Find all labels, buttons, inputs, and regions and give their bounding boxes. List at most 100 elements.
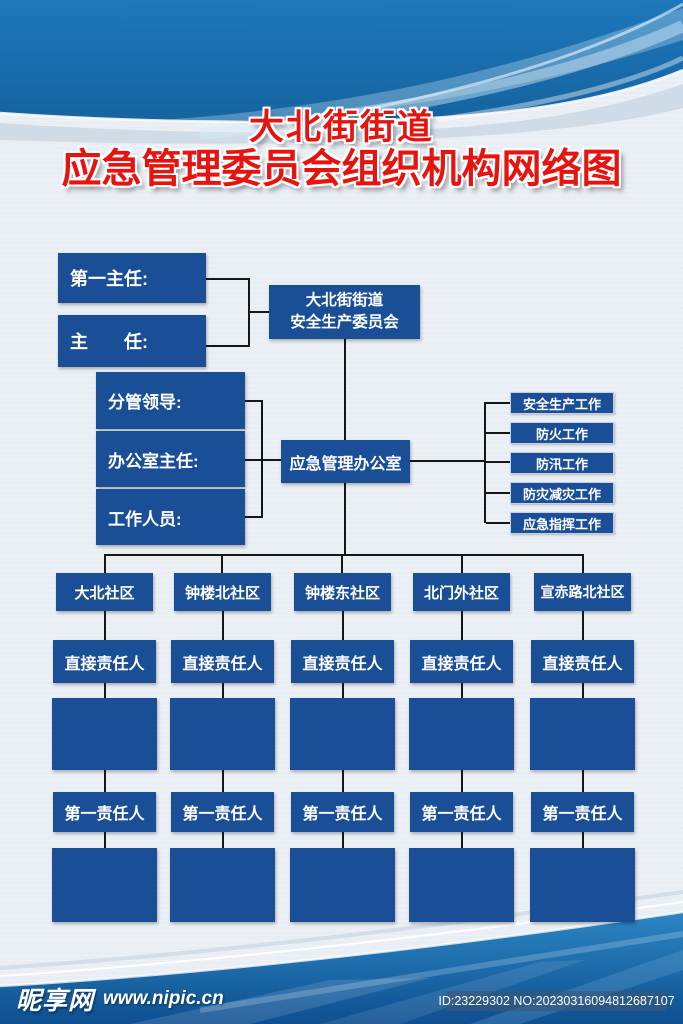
connector-line	[245, 516, 261, 518]
first-label: 第一责任人	[542, 806, 623, 823]
first-label: 第一责任人	[182, 806, 263, 823]
empty-name-box	[290, 698, 395, 770]
watermark-id-text: ID:23229302 NO:20230316094812687107	[438, 994, 675, 1008]
connector-line	[248, 278, 250, 347]
box-staff-members-label: 工作人员:	[108, 509, 182, 529]
connector-line	[103, 832, 106, 848]
box-first-person: 第一责任人	[410, 792, 513, 832]
community-label: 钟楼东社区	[304, 584, 380, 602]
work-label: 应急指挥工作	[522, 516, 601, 532]
connector-line	[582, 554, 584, 574]
community-column-3: 钟楼东社区 直接责任人 第一责任人	[290, 573, 395, 922]
connector-line	[341, 832, 344, 848]
box-work-flood-control: 防汛工作	[510, 452, 614, 474]
connector-line	[206, 278, 249, 280]
box-work-fire-prevention: 防火工作	[510, 422, 614, 444]
box-staff-members: 工作人员:	[96, 489, 245, 545]
connector-line	[103, 683, 106, 698]
connector-line	[460, 770, 463, 792]
work-label: 安全生产工作	[522, 396, 601, 412]
connector-line	[261, 400, 263, 518]
work-label: 防灾减灾工作	[522, 486, 601, 502]
box-first-person: 第一责任人	[171, 792, 274, 832]
first-label: 第一责任人	[64, 806, 145, 823]
connector-line	[581, 683, 584, 698]
empty-name-box	[290, 848, 395, 922]
community-column-5: 宣赤路北社区 直接责任人 第一责任人	[530, 573, 635, 922]
connector-line	[486, 461, 510, 463]
direct-label: 直接责任人	[421, 655, 502, 673]
connector-line	[581, 770, 584, 792]
connector-line	[221, 611, 224, 640]
empty-name-box	[170, 848, 275, 922]
empty-name-box	[170, 698, 275, 770]
box-community: 大北社区	[56, 573, 153, 611]
poster-title-line2: 应急管理委员会组织机构网络图	[61, 147, 622, 192]
community-label: 北门外社区	[423, 584, 499, 602]
connector-line	[341, 683, 344, 698]
connector-line	[250, 311, 269, 313]
connector-line	[221, 770, 224, 792]
box-first-person: 第一责任人	[291, 792, 394, 832]
box-safety-committee: 大北街街道 安全生产委员会	[269, 285, 420, 339]
box-work-safety-production: 安全生产工作	[510, 392, 614, 414]
connector-line	[486, 432, 510, 434]
site-logo-url: www.nipic.cn	[103, 988, 224, 1009]
direct-label: 直接责任人	[64, 655, 145, 673]
poster-title: 大北街街道 应急管理委员会组织机构网络图	[0, 108, 683, 192]
header-swoosh-graphic	[0, 0, 683, 144]
connector-line	[245, 459, 261, 461]
box-office-director-label: 办公室主任:	[108, 451, 199, 471]
poster-title-line1: 大北街街道	[248, 108, 434, 147]
community-label: 大北社区	[74, 584, 135, 602]
site-logo: 昵享网 www.nipic.cn	[16, 984, 224, 1015]
connector-line	[221, 554, 223, 574]
box-community: 宣赤路北社区	[534, 573, 631, 611]
site-logo-name: 昵享网	[16, 987, 95, 1015]
box-supervising-leader: 分管领导:	[96, 372, 245, 429]
box-direct-person: 直接责任人	[410, 640, 513, 683]
connector-line	[103, 770, 106, 792]
connector-line	[104, 554, 106, 574]
empty-name-box	[530, 698, 635, 770]
box-director: 主 任:	[58, 315, 206, 367]
empty-name-box	[530, 848, 635, 922]
box-community: 钟楼东社区	[294, 573, 391, 611]
direct-label: 直接责任人	[302, 655, 383, 673]
box-direct-person: 直接责任人	[171, 640, 274, 683]
empty-name-box	[52, 848, 157, 922]
community-column-1: 大北社区 直接责任人 第一责任人	[52, 573, 157, 922]
committee-line1: 大北街街道	[305, 291, 384, 309]
watermark-id: ID:23229302 NO:20230316094812687107	[438, 991, 675, 1011]
box-direct-person: 直接责任人	[531, 640, 634, 683]
box-emergency-office-label: 应急管理办公室	[289, 455, 402, 473]
box-first-director: 第一主任:	[58, 253, 206, 303]
work-label: 防火工作	[535, 426, 588, 442]
connector-line	[263, 459, 281, 461]
community-label: 宣赤路北社区	[540, 584, 625, 600]
empty-name-box	[409, 848, 514, 922]
box-supervising-leader-label: 分管领导:	[108, 393, 182, 412]
box-work-disaster-reduction: 防灾减灾工作	[510, 482, 614, 504]
box-direct-person: 直接责任人	[291, 640, 394, 683]
community-column-4: 北门外社区 直接责任人 第一责任人	[409, 573, 514, 922]
community-column-2: 钟楼北社区 直接责任人 第一责任人	[170, 573, 275, 922]
box-community: 钟楼北社区	[174, 573, 271, 611]
connector-line	[460, 611, 463, 640]
box-direct-person: 直接责任人	[53, 640, 156, 683]
connector-line	[104, 554, 584, 556]
box-office-director: 办公室主任:	[96, 431, 245, 487]
connector-line	[341, 554, 343, 574]
box-first-director-label: 第一主任:	[70, 269, 148, 289]
work-label: 防汛工作	[535, 456, 588, 472]
connector-line	[486, 402, 510, 404]
connector-line	[461, 554, 463, 574]
connector-line	[221, 683, 224, 698]
box-emergency-office: 应急管理办公室	[281, 440, 410, 483]
connector-line	[410, 460, 484, 462]
first-label: 第一责任人	[421, 806, 502, 823]
connector-line	[206, 345, 249, 347]
box-first-person: 第一责任人	[531, 792, 634, 832]
connector-line	[341, 770, 344, 792]
